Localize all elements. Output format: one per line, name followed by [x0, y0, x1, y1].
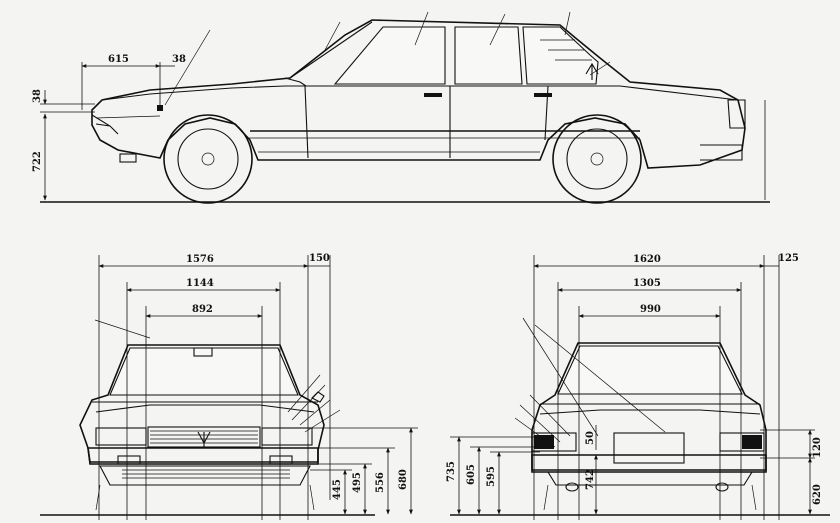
front-dimension-1144: 1144: [126, 278, 281, 520]
front-dimension-556: 556: [375, 447, 390, 515]
rear-view: 1620 125 1305 990 735: [446, 253, 830, 520]
rear-window: [557, 345, 743, 395]
rear-dimension-1305: 1305: [557, 278, 742, 520]
front-wheel: [163, 114, 253, 204]
side-dimension-615: 615: [81, 54, 161, 110]
side-lower-line: [95, 115, 161, 119]
front-dimension-680: 680: [398, 427, 413, 515]
dim-label-150: 150: [309, 253, 330, 264]
right-exhaust: [715, 482, 729, 492]
front-dimension-445: 445: [332, 469, 347, 515]
rear-dimension-620: 620: [808, 457, 823, 515]
side-dimension-722: 722: [32, 113, 47, 201]
rear-dimension-990: 990: [578, 304, 721, 520]
grille-trident-icon: [197, 431, 211, 447]
front-side-window: [333, 26, 446, 85]
side-mirror-icon: [284, 77, 307, 87]
license-plate: [613, 432, 685, 464]
dim-label-742: 742: [585, 469, 596, 490]
dim-label-50: 50: [585, 431, 596, 445]
rear-view-mirror: [193, 347, 213, 357]
rear-dimension-605: 605: [466, 446, 481, 515]
rear-dimension-50: 50: [585, 425, 597, 450]
dim-label-1620: 1620: [633, 254, 661, 265]
rear-side-window: [454, 26, 523, 85]
rear-dimension-120: 120: [808, 429, 823, 459]
rear-right-tail-lamp: [719, 432, 765, 452]
dim-label-125: 125: [778, 253, 799, 264]
rear-dimension-125: 125: [764, 253, 799, 520]
dim-label-620: 620: [812, 484, 823, 505]
quarter-window: [522, 26, 599, 85]
side-dimension-38-top: 38: [160, 54, 186, 67]
front-grille: [147, 426, 261, 448]
side-hood-line: [101, 85, 739, 101]
side-body-outline: [91, 19, 746, 169]
dim-label-722: 722: [32, 151, 43, 172]
left-exhaust: [565, 482, 579, 492]
front-dimension-495: 495: [352, 463, 367, 515]
dim-label-1305: 1305: [633, 278, 661, 289]
dim-label-605: 605: [466, 464, 477, 485]
rear-wheel: [552, 114, 642, 204]
dim-label-595: 595: [486, 466, 497, 487]
dim-label-892: 892: [192, 304, 213, 315]
front-dimension-1576: 1576: [98, 254, 309, 520]
dim-label-1576: 1576: [186, 254, 214, 265]
side-view: 615 38 38 722: [32, 11, 770, 204]
dim-label-495: 495: [352, 472, 363, 493]
rear-bumper: [531, 454, 767, 473]
dim-label-615: 615: [108, 54, 129, 65]
rear-dimension-735: 735: [446, 436, 461, 515]
rear-dimension-742: 742: [585, 454, 598, 515]
front-view: 1576 150 1144 892 445 495: [40, 253, 418, 520]
dim-label-735: 735: [446, 461, 457, 482]
front-door-handle: [424, 93, 442, 97]
windshield: [289, 21, 373, 79]
front-right-headlamp: [261, 427, 313, 446]
dim-label-38-top: 38: [172, 54, 186, 65]
front-door: [304, 85, 309, 159]
trident-badge: [585, 62, 599, 80]
front-side-mirror: [311, 391, 325, 403]
front-windshield: [109, 347, 299, 396]
dim-label-1144: 1144: [186, 278, 214, 289]
dim-label-680: 680: [398, 469, 409, 490]
dim-label-990: 990: [640, 304, 661, 315]
side-tail-lamp: [727, 99, 746, 129]
front-dimension-150: 150: [308, 253, 331, 500]
dim-label-38-left: 38: [32, 89, 43, 103]
front-left-headlamp: [95, 427, 147, 446]
dim-label-445: 445: [332, 479, 343, 500]
rear-dimension-1620: 1620: [533, 254, 765, 520]
dim-label-556: 556: [375, 472, 386, 493]
side-dimension-38-left: 38: [32, 89, 95, 113]
rear-door-handle: [534, 93, 552, 97]
rear-dimension-595: 595: [486, 451, 501, 515]
rear-left-tail-lamp: [531, 432, 577, 452]
side-leader-lines: [164, 11, 611, 106]
front-dimension-892: 892: [145, 304, 263, 520]
dim-label-120: 120: [812, 437, 823, 458]
